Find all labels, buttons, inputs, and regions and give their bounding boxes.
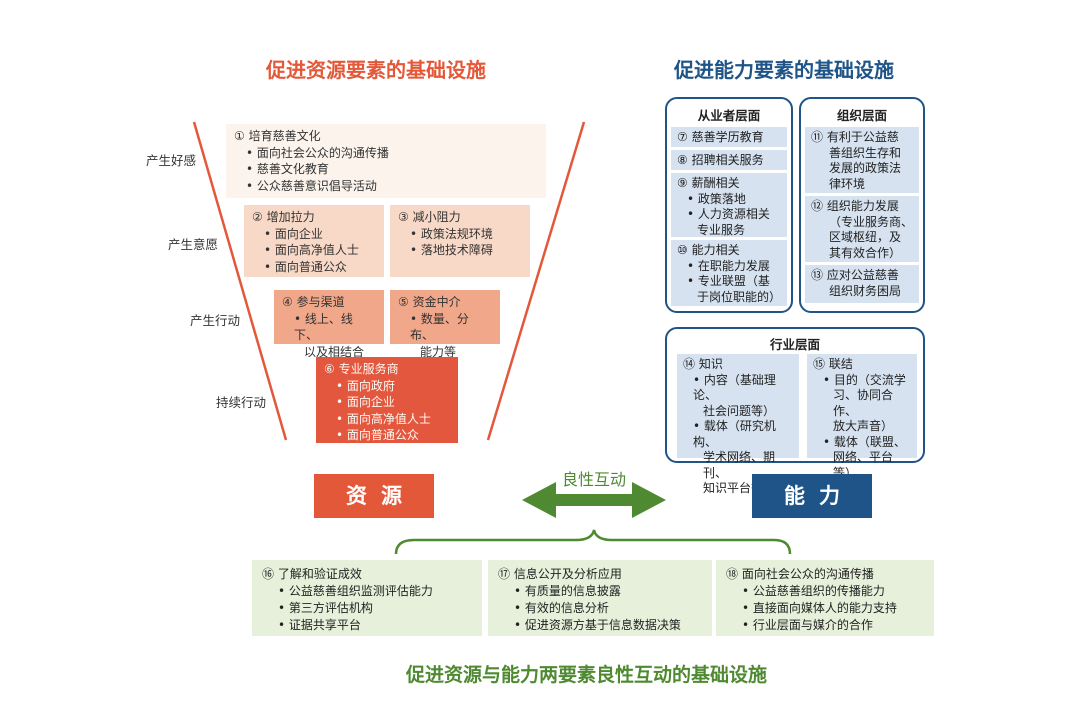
organization-panel: 组织层面 ⑪ 有利于公益慈 善组织生存和 发展的政策法 律环境 ⑫ 组织能力发展… (799, 97, 925, 313)
funnel-box-1: ① 培育慈善文化 面向社会公众的沟通传播 慈善文化教育 公众慈善意识倡导活动 (226, 124, 546, 198)
stage-label: 产生好感 (145, 153, 196, 168)
industry-box-14: ⑭ 知识 内容（基础理论、 社会问题等） 载体（研究机构、 学术网络、期刊、 知… (677, 354, 799, 495)
interaction-arrow (522, 482, 666, 518)
funnel-box-6: ⑥ 专业服务商 面向政府 面向企业 面向高净值人士 面向普通公众 (316, 357, 458, 443)
organization-panel-title: 组织层面 (836, 108, 887, 123)
practitioner-box-9: ⑨ 薪酬相关 政策落地 人力资源相关 专业服务 (671, 173, 787, 237)
practitioner-box-8: ⑧ 招聘相关服务 (671, 150, 787, 170)
funnel-box-4: ④ 参与渠道 线上、线下、 以及相结合 (274, 290, 384, 359)
stage-label: 产生行动 (189, 313, 240, 328)
organization-box-11: ⑪ 有利于公益慈 善组织生存和 发展的政策法 律环境 (805, 127, 919, 193)
funnel-box-5: ⑤ 资金中介 数量、分布、 能力等 (390, 290, 500, 359)
bottom-brace (394, 529, 792, 555)
bottom-box-17: ⑰ 信息公开及分析应用 有质量的信息披露 有效的信息分析 促进资源方基于信息数据… (488, 560, 712, 636)
bottom-box-16: ⑯ 了解和验证成效 公益慈善组织监测评估能力 第三方评估机构 证据共享平台 (252, 560, 482, 636)
resource-label: 资源 (314, 474, 434, 518)
industry-panel-title: 行业层面 (769, 337, 820, 352)
practitioner-panel: 从业者层面 ⑦ 慈善学历教育 ⑧ 招聘相关服务 ⑨ 薪酬相关 政策落地 人力资源… (665, 97, 793, 313)
stage-label: 持续行动 (215, 395, 266, 410)
funnel-box-3: ③ 减小阻力 政策法规环境 落地技术障碍 (390, 205, 530, 277)
funnel-left-edge (192, 121, 288, 441)
resource-title: 促进资源要素的基础设施 (266, 58, 486, 82)
interaction-title: 促进资源与能力两要素良性互动的基础设施 (406, 664, 768, 686)
capability-title: 促进能力要素的基础设施 (674, 58, 894, 82)
industry-panel: 行业层面 ⑭ 知识 内容（基础理论、 社会问题等） 载体（研究机构、 学术网络、… (665, 327, 925, 495)
funnel-box-2: ② 增加拉力 面向企业 面向高净值人士 面向普通公众 (244, 205, 384, 277)
stage-label: 产生意愿 (167, 237, 218, 252)
industry-box-15: ⑮ 联结 目的（交流学 习、协同合作、 放大声音） 载体（联盟、 网络、平台等） (807, 354, 917, 480)
funnel-right-edge (486, 121, 586, 441)
practitioner-panel-title: 从业者层面 (697, 108, 761, 123)
bottom-box-18: ⑱ 面向社会公众的沟通传播 公益慈善组织的传播能力 直接面向媒体人的能力支持 行… (716, 560, 934, 636)
practitioner-box-10: ⑩ 能力相关 在职能力发展 专业联盟（基 于岗位职能的） (671, 240, 787, 306)
practitioner-box-7: ⑦ 慈善学历教育 (671, 127, 787, 147)
interaction-label: 良性互动 (561, 470, 626, 489)
capability-label: 能力 (752, 474, 872, 518)
organization-box-12: ⑫ 组织能力发展 （专业服务商、 区域枢纽，及 其有效合作） (805, 196, 919, 262)
organization-box-13: ⑬ 应对公益慈善 组织财务困局 (805, 265, 919, 303)
